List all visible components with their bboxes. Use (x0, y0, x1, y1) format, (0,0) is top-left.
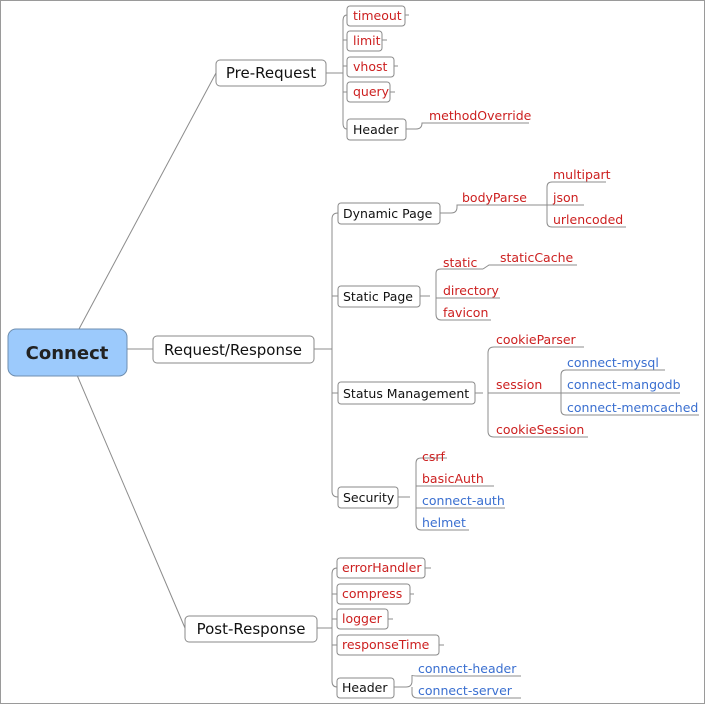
vhost-label: vhost (353, 59, 387, 74)
limit-label: limit (353, 33, 381, 48)
csrf-label[interactable]: csrf (422, 449, 446, 464)
timeout-label: timeout (353, 8, 402, 23)
responsetime-label: responseTime (342, 637, 430, 652)
connector-dynamic-bodyparse (440, 204, 547, 214)
multipart-label[interactable]: multipart (553, 167, 611, 182)
static-label[interactable]: static (443, 255, 477, 270)
root-node-connect[interactable]: Connect (7, 328, 128, 377)
errorhandler-label: errorHandler (342, 560, 422, 575)
pre-request-label: Pre-Request (226, 64, 316, 82)
connector-lines (76, 14, 699, 699)
connector-pre-item-tails (382, 14, 409, 93)
connector-bodyparse-multipart (546, 181, 606, 205)
static-page-label: Static Page (343, 289, 413, 304)
bodyparse-label[interactable]: bodyParse (462, 190, 527, 205)
connector-header-methodoverride (406, 122, 529, 130)
node-request-response[interactable]: Request/Response (152, 335, 315, 364)
basicauth-label[interactable]: basicAuth (422, 471, 484, 486)
cookiesession-label[interactable]: cookieSession (496, 422, 584, 437)
node-logger[interactable]: logger (336, 608, 389, 630)
node-dynamic-page[interactable]: Dynamic Page (337, 202, 441, 225)
pre-header-label: Header (353, 122, 399, 137)
connect-server-label[interactable]: connect-server (418, 683, 513, 698)
connector-bodyparse-urlencoded (546, 205, 626, 228)
node-responsetime[interactable]: responseTime (336, 634, 440, 656)
node-post-header[interactable]: Header (336, 677, 395, 699)
session-label[interactable]: session (496, 377, 542, 392)
connector-status-fork (487, 346, 588, 438)
query-label: query (353, 84, 390, 99)
directory-label[interactable]: directory (443, 283, 500, 298)
node-limit[interactable]: limit (346, 30, 383, 52)
cookieparser-label[interactable]: cookieParser (496, 332, 577, 347)
connector-request-response-fork (331, 212, 339, 498)
node-static-page[interactable]: Static Page (337, 285, 421, 308)
post-response-label: Post-Response (197, 620, 306, 638)
connector-session-fork (560, 369, 699, 416)
connect-mangodb-label[interactable]: connect-mangodb (567, 377, 681, 392)
connector-root-post-response (76, 374, 186, 629)
favicon-label[interactable]: favicon (443, 305, 488, 320)
connector-pre-request-fork (342, 14, 348, 130)
node-post-response[interactable]: Post-Response (184, 615, 318, 643)
node-security[interactable]: Security (337, 486, 399, 509)
connector-static-staticcache (482, 264, 577, 270)
methodoverride-label[interactable]: methodOverride (429, 108, 532, 123)
connect-memcached-label[interactable]: connect-memcached (567, 400, 698, 415)
connector-root-pre-request (78, 72, 217, 330)
connector-post-header-fork (394, 674, 521, 699)
connect-auth-label[interactable]: connect-auth (422, 493, 505, 508)
urlencoded-label[interactable]: urlencoded (553, 212, 623, 227)
status-management-label: Status Management (343, 386, 469, 401)
node-vhost[interactable]: vhost (346, 56, 395, 78)
connect-mysql-label[interactable]: connect-mysql (567, 355, 659, 370)
node-status-management[interactable]: Status Management (337, 381, 476, 405)
node-pre-header[interactable]: Header (346, 118, 407, 141)
node-timeout[interactable]: timeout (346, 5, 406, 27)
security-label: Security (343, 490, 395, 505)
node-pre-request[interactable]: Pre-Request (215, 59, 327, 87)
connector-static-page-fork (435, 268, 500, 321)
request-response-label: Request/Response (164, 341, 302, 359)
root-label: Connect (26, 343, 109, 364)
logger-label: logger (342, 611, 383, 626)
post-header-label: Header (342, 680, 388, 695)
connector-post-item-tails (388, 567, 444, 646)
node-compress[interactable]: compress (336, 583, 411, 605)
compress-label: compress (342, 586, 402, 601)
connector-security-fork (415, 457, 505, 531)
connect-header-label[interactable]: connect-header (418, 661, 517, 676)
connector-post-response-fork (331, 567, 338, 688)
helmet-label[interactable]: helmet (422, 515, 466, 530)
node-errorhandler[interactable]: errorHandler (336, 557, 426, 579)
node-query[interactable]: query (346, 81, 391, 103)
staticcache-label[interactable]: staticCache (500, 250, 574, 265)
dynamic-page-label: Dynamic Page (343, 206, 433, 221)
json-label[interactable]: json (552, 190, 579, 205)
